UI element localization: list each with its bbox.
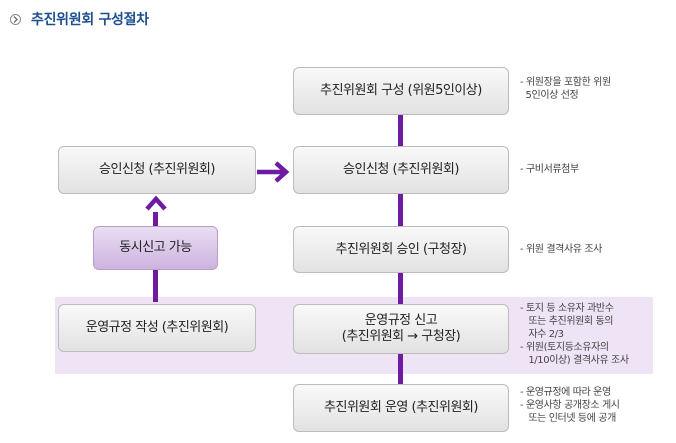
page-title: 추진위원회 구성절차 [31, 12, 149, 28]
left-approval-request: 승인신청 (추진위원회) [58, 146, 256, 194]
step-committee-formation: 추진위원회 구성 (위원5인이상) [293, 67, 509, 115]
left-regulation-drafting: 운영규정 작성 (추진위원회) [58, 304, 256, 352]
chevron-right-circle-icon [10, 13, 21, 25]
right-arrow-icon [257, 161, 290, 183]
step-regulation-report: 운영규정 신고 (추진위원회 → 구청장) [293, 304, 509, 354]
page-header: 추진위원회 구성절차 [10, 9, 149, 29]
note-approval-request: - 구비서류첨부 [520, 164, 579, 175]
step-approval-request: 승인신청 (추진위원회) [293, 146, 509, 194]
step-committee-operation: 추진위원회 운영 (추진위원회) [293, 384, 509, 432]
step-committee-approval: 추진위원회 승인 (구청장) [293, 226, 509, 273]
note-regulation-report: - 토지 등 소유자 과반수 또는 추진위원회 동의 자수 2/3 - 위원(토… [520, 303, 629, 366]
simultaneous-report-badge: 동시신고 가능 [93, 226, 218, 270]
up-arrow-icon [145, 195, 167, 211]
note-operation: - 운영규정에 따라 운영 - 운영사항 공개장소 게시 또는 인터넷 등에 공… [520, 387, 620, 424]
note-formation: - 위원장을 포함한 위원 5인이상 선정 [520, 77, 611, 101]
note-committee-approval: - 위원 결격사유 조사 [520, 244, 602, 255]
